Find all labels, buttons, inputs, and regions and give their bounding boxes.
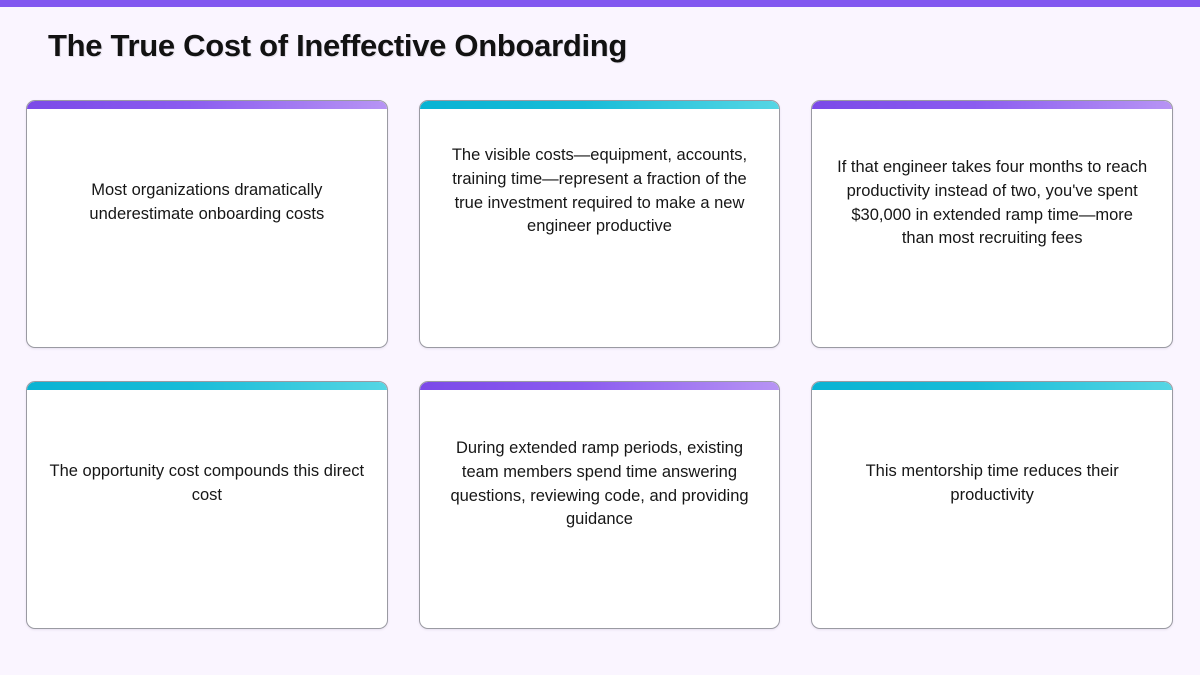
card-body-text: Most organizations dramatically underest… (89, 181, 325, 223)
card-accent-bar (419, 382, 780, 391)
card-mentorship-productivity[interactable]: This mentorship time reduces their produ… (811, 381, 1173, 630)
card-body-text: This mentorship time reduces their produ… (865, 462, 1119, 504)
card-body-text: The visible costs—equipment, accounts, t… (451, 146, 748, 236)
card-accent-bar (27, 382, 387, 391)
card-opportunity-cost[interactable]: The opportunity cost compounds this dire… (26, 381, 388, 630)
card-grid: Most organizations dramatically underest… (0, 100, 1200, 630)
card-underestimate-costs[interactable]: Most organizations dramatically underest… (26, 100, 388, 349)
card-visible-costs[interactable]: The visible costs—equipment, accounts, t… (418, 100, 781, 349)
card-extended-ramp-cost[interactable]: If that engineer takes four months to re… (811, 100, 1173, 349)
card-accent-bar (812, 101, 1172, 110)
card-accent-bar (27, 101, 387, 110)
page-title: The True Cost of Ineffective Onboarding (48, 28, 628, 63)
top-accent-bar (0, 0, 1200, 7)
card-team-support-time[interactable]: During extended ramp periods, existing t… (418, 381, 781, 630)
card-body-text: If that engineer takes four months to re… (837, 158, 1148, 248)
card-body-text: The opportunity cost compounds this dire… (49, 462, 365, 504)
card-accent-bar (419, 101, 780, 110)
card-accent-bar (812, 382, 1172, 391)
card-body-text: During extended ramp periods, existing t… (450, 439, 749, 529)
